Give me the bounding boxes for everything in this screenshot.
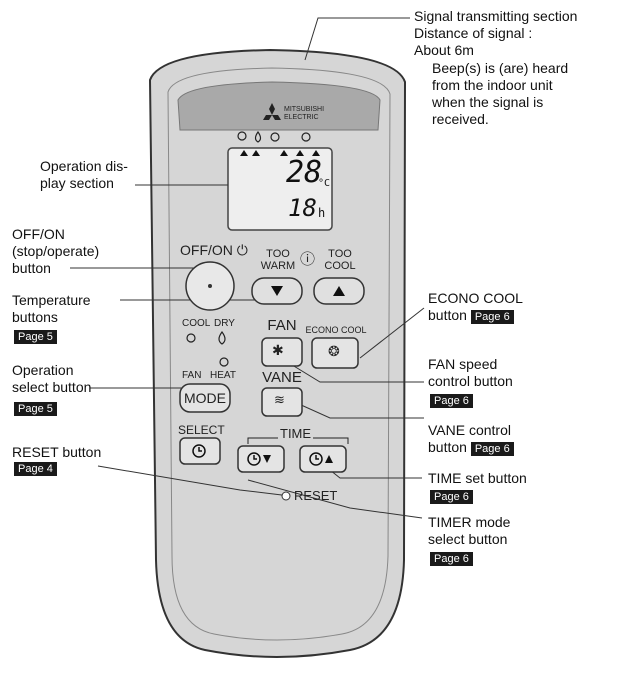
lcd-mode-marks [240,150,320,156]
reset-hole[interactable] [281,491,291,501]
dry-label: DRY [214,318,235,329]
off-on-dot [208,284,212,288]
offon-annotation: OFF/ON (stop/operate) button [12,226,99,277]
opsel-page-badge: Page 5 [14,402,57,416]
info-icon: ⓘ [300,251,316,268]
brand-line-1: MITSUBISHI [284,106,325,113]
mode-button[interactable] [179,383,231,413]
mode-symbol-row [237,130,311,143]
time-down-button[interactable] [237,445,285,473]
too-warm-label: TOO WARM [256,248,300,272]
heat-label: HEAT [210,370,236,381]
vane-page-badge: Page 6 [470,442,514,456]
econo-line-1: ECONO COOL [428,290,523,306]
beep-line-4: received. [432,111,489,127]
timer-page-badge: Page 6 [430,552,473,566]
remote-inner-edge [167,67,391,641]
fan-label: FAN [267,317,297,334]
econo-icon: ❂ [328,343,340,359]
signal-line-3: About 6m [414,42,474,58]
opsel-line-1: Operation [12,362,74,378]
reset-label: RESET [294,488,338,503]
temp-up-icon [333,286,345,296]
mode-icons [186,330,229,367]
timer-annotation: TIMER mode select button [428,514,510,548]
beep-line-3: when the signal is [432,94,544,110]
fan-button[interactable] [261,337,303,367]
mitsubishi-logo-icon [263,103,281,120]
cool-label: COOL [182,318,211,329]
lcd-temp-unit: °C [318,178,331,189]
econo-annotation: ECONO COOL button Page 6 [428,290,523,324]
econo-cool-button[interactable] [311,337,359,369]
vane-button[interactable] [261,387,303,417]
beep-line-2: from the indoor unit [432,77,553,93]
temp-line-2: buttons [12,309,58,325]
timeset-page-badge: Page 6 [430,490,473,504]
lcd-display [227,147,333,231]
lcd-temperature: 28 [286,155,323,190]
off-on-label: OFF/ON ⏻ [180,242,248,258]
time-label: TIME [278,426,314,441]
opsel-annotation: Operation select button [12,362,91,396]
fan-mode-label: FAN [182,370,202,381]
brand-name: MITSUBISHI ELECTRIC [284,106,324,122]
signal-window [177,81,381,131]
temp-annotation: Temperature buttons [12,292,91,326]
time-up-arrow-icon [325,455,333,463]
select-label: SELECT [178,423,225,437]
display-line-2: play section [40,175,114,191]
too-warm-line-2: WARM [260,260,296,272]
time-up-button[interactable] [299,445,347,473]
beep-annotation: Beep(s) is (are) heard from the indoor u… [432,60,568,128]
offon-line-3: button [12,260,51,276]
econo-line-2: button [428,307,467,323]
vane-icon: ≋ [274,392,285,407]
clock-icon [192,444,323,466]
temp-down-icon [271,286,283,296]
fan-line-2: control button [428,373,513,389]
fan-page-badge: Page 6 [430,394,473,408]
vane-label: VANE [262,369,302,386]
too-warm-line-1: TOO [266,248,290,260]
econo-page-badge: Page 6 [470,310,514,324]
fan-line-1: FAN speed [428,356,498,372]
offon-line-2: (stop/operate) [12,243,100,259]
timer-line-1: TIMER mode [428,514,511,530]
fan-icon: ✱ [272,342,284,358]
beep-line-1: Beep(s) is (are) heard [432,60,569,76]
lcd-timer: 18 [288,194,317,222]
mode-label: MODE [184,390,226,406]
vane-line-2: button [428,439,467,455]
opsel-line-2: select button [12,379,92,395]
timeset-annotation: TIME set button [428,470,527,486]
signal-line-2: Distance of signal : [414,25,533,41]
time-down-arrow-icon [263,455,271,463]
signal-annotation: Signal transmitting section Distance of … [414,8,577,59]
brand-line-2: ELECTRIC [284,114,319,121]
reset-page-badge: Page 4 [14,462,57,476]
timer-line-2: select button [428,531,508,547]
vane-line-1: VANE control [428,422,511,438]
power-icon: ⏻ [232,242,248,258]
econo-cool-label: ECONO COOL [305,325,367,335]
display-annotation: Operation dis- play section [40,158,128,192]
off-on-label-text: OFF/ON [180,242,233,258]
reset-annotation: RESET button [12,444,102,460]
offon-line-1: OFF/ON [12,226,65,242]
fan-annotation: FAN speed control button [428,356,513,390]
too-cool-line-2: COOL [324,260,356,272]
lcd-timer-unit: h [318,206,326,220]
vane-annotation: VANE control button Page 6 [428,422,514,456]
temp-line-1: Temperature [12,292,91,308]
temp-page-badge: Page 5 [14,330,57,344]
signal-line-1: Signal transmitting section [414,8,578,24]
too-cool-label: TOO COOL [318,248,362,272]
too-cool-line-1: TOO [328,248,352,260]
display-line-1: Operation dis- [40,158,128,174]
